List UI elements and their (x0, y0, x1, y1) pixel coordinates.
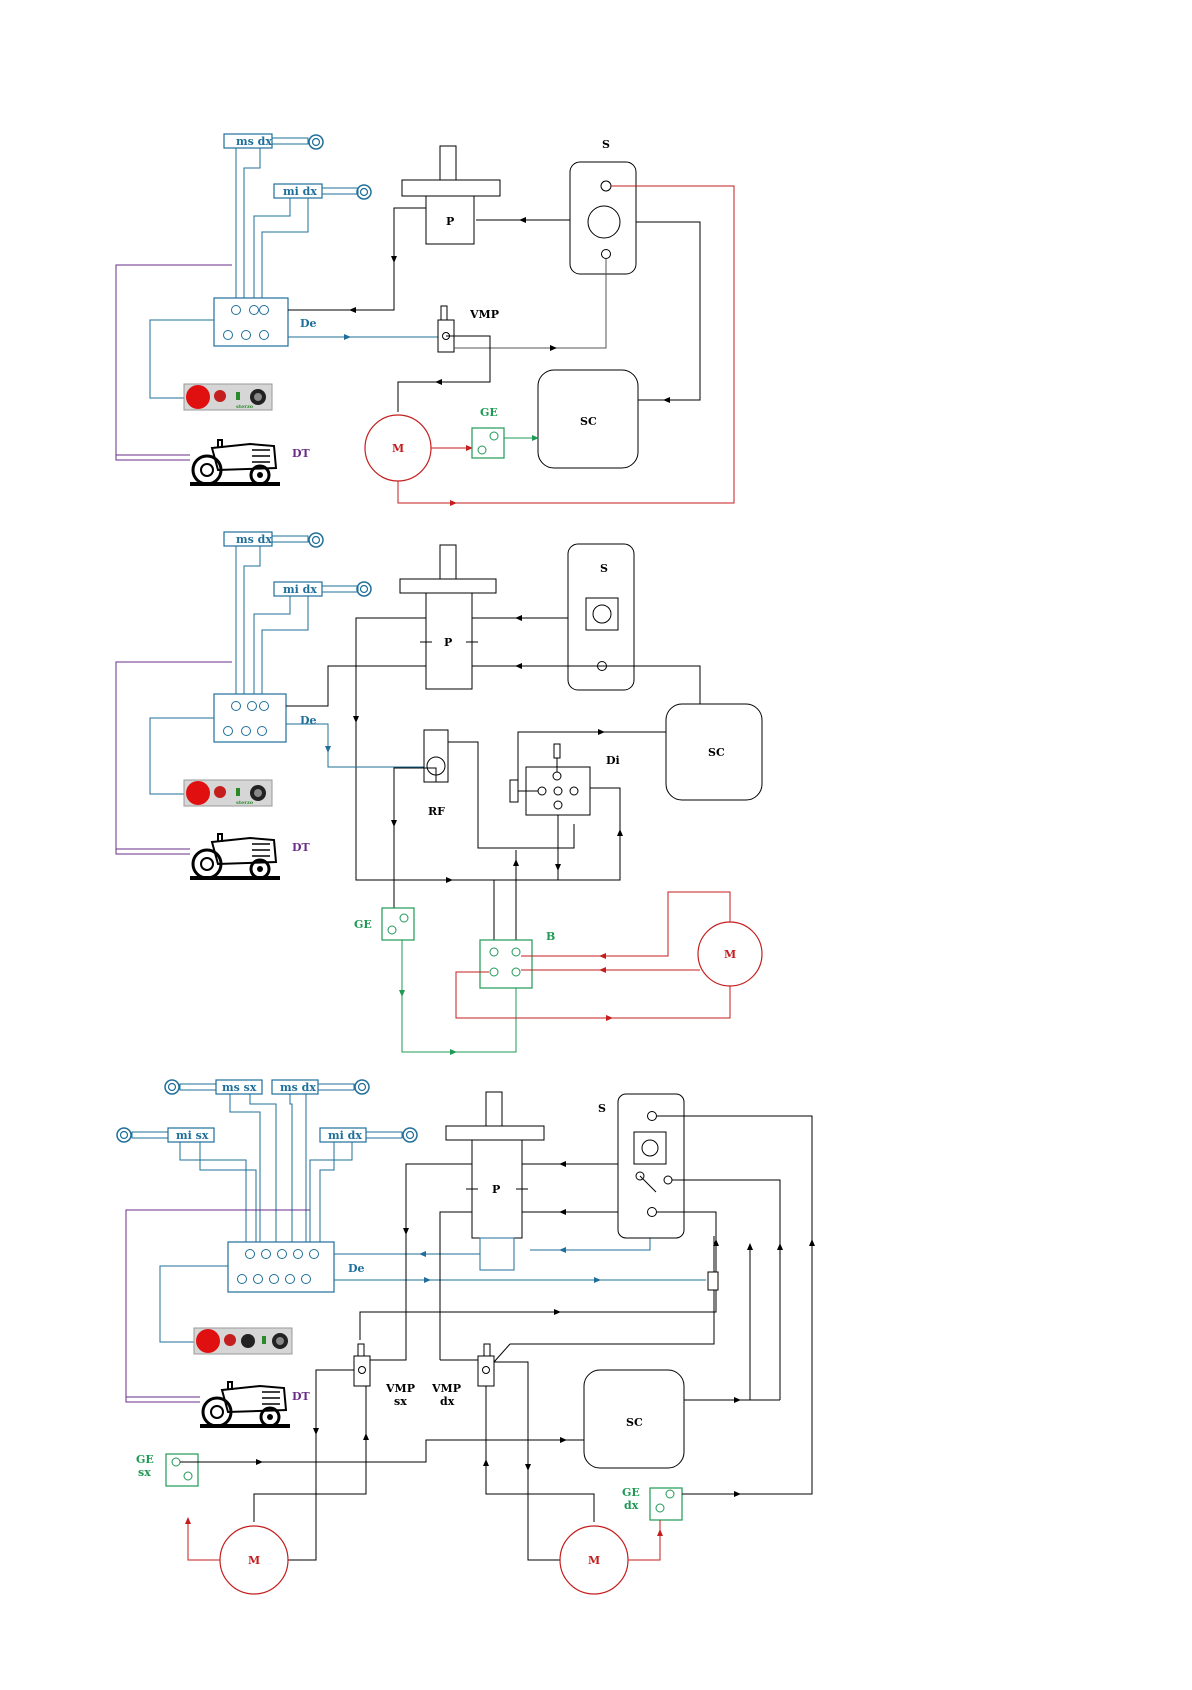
m-label-2: M (724, 948, 736, 961)
control-panel-icon (184, 780, 272, 806)
m-left-label: M (248, 1554, 260, 1567)
ge-sx-label-1: GE (136, 1453, 154, 1466)
b-label: B (546, 930, 555, 943)
control-panel-icon (194, 1328, 292, 1354)
di-label: Di (606, 754, 620, 767)
tractor-icon (190, 834, 280, 880)
vmp-label: VMP (469, 308, 499, 321)
mi-dx-label: mi dx (283, 185, 317, 198)
p-label: P (446, 215, 454, 228)
lever-eye-icon (357, 582, 371, 596)
de-label-3: De (348, 1262, 365, 1275)
s-label-3: S (598, 1102, 606, 1115)
s-label-2: S (600, 562, 608, 575)
de-label-2: De (300, 714, 317, 727)
ms-dx-label-2: ms dx (236, 533, 272, 546)
m-label: M (392, 442, 404, 455)
p-label-3: P (492, 1183, 500, 1196)
ge-label-2: GE (354, 918, 372, 931)
lever-eye-icon (309, 135, 323, 149)
lever-eye-icon (357, 185, 371, 199)
lever-eye-icon (355, 1080, 369, 1094)
m-right-label: M (588, 1554, 600, 1567)
de-label: De (300, 317, 317, 330)
ms-dx-label: ms dx (236, 135, 272, 148)
vmp-sx-label-1: VMP (385, 1382, 415, 1395)
ge-sx-label-2: sx (138, 1466, 151, 1479)
control-panel-icon (184, 384, 272, 410)
mi-dx-label-3: mi dx (328, 1129, 362, 1142)
p-label-2: P (444, 636, 452, 649)
tractor-icon (190, 440, 280, 486)
vmp-dx-label-2: dx (440, 1395, 455, 1408)
mi-sx-label: mi sx (176, 1129, 209, 1142)
b-block (480, 940, 532, 988)
diagram-2: ms dx mi dx De DT P S (116, 532, 762, 1052)
lever-eye-icon (117, 1128, 131, 1142)
sc-label-3: SC (626, 1416, 643, 1429)
rf-label: RF (428, 805, 445, 818)
diagram-3: ms sx ms dx mi sx mi dx De (117, 1080, 812, 1594)
mi-dx-label-2: mi dx (283, 583, 317, 596)
ge-dx-label-1: GE (622, 1486, 640, 1499)
vmp-dx-label-1: VMP (431, 1382, 461, 1395)
vmp-sx-label-2: sx (394, 1395, 407, 1408)
ms-sx-label: ms sx (222, 1081, 257, 1094)
lever-eye-icon (309, 533, 323, 547)
ge-label: GE (480, 406, 498, 419)
diagram-1: ms dx mi dx De DT (116, 134, 734, 503)
dt-label-3: DT (292, 1390, 311, 1403)
ge-dx-label-2: dx (624, 1499, 639, 1512)
ge-box (472, 428, 504, 458)
dt-label: DT (292, 447, 311, 460)
tractor-icon (200, 1382, 290, 1428)
lever-eye-icon (165, 1080, 179, 1094)
s-label: S (602, 138, 610, 151)
sc-label-2: SC (708, 746, 725, 759)
ms-dx-label-3: ms dx (280, 1081, 316, 1094)
lever-eye-icon (403, 1128, 417, 1142)
sc-label: SC (580, 415, 597, 428)
dt-label-2: DT (292, 841, 311, 854)
